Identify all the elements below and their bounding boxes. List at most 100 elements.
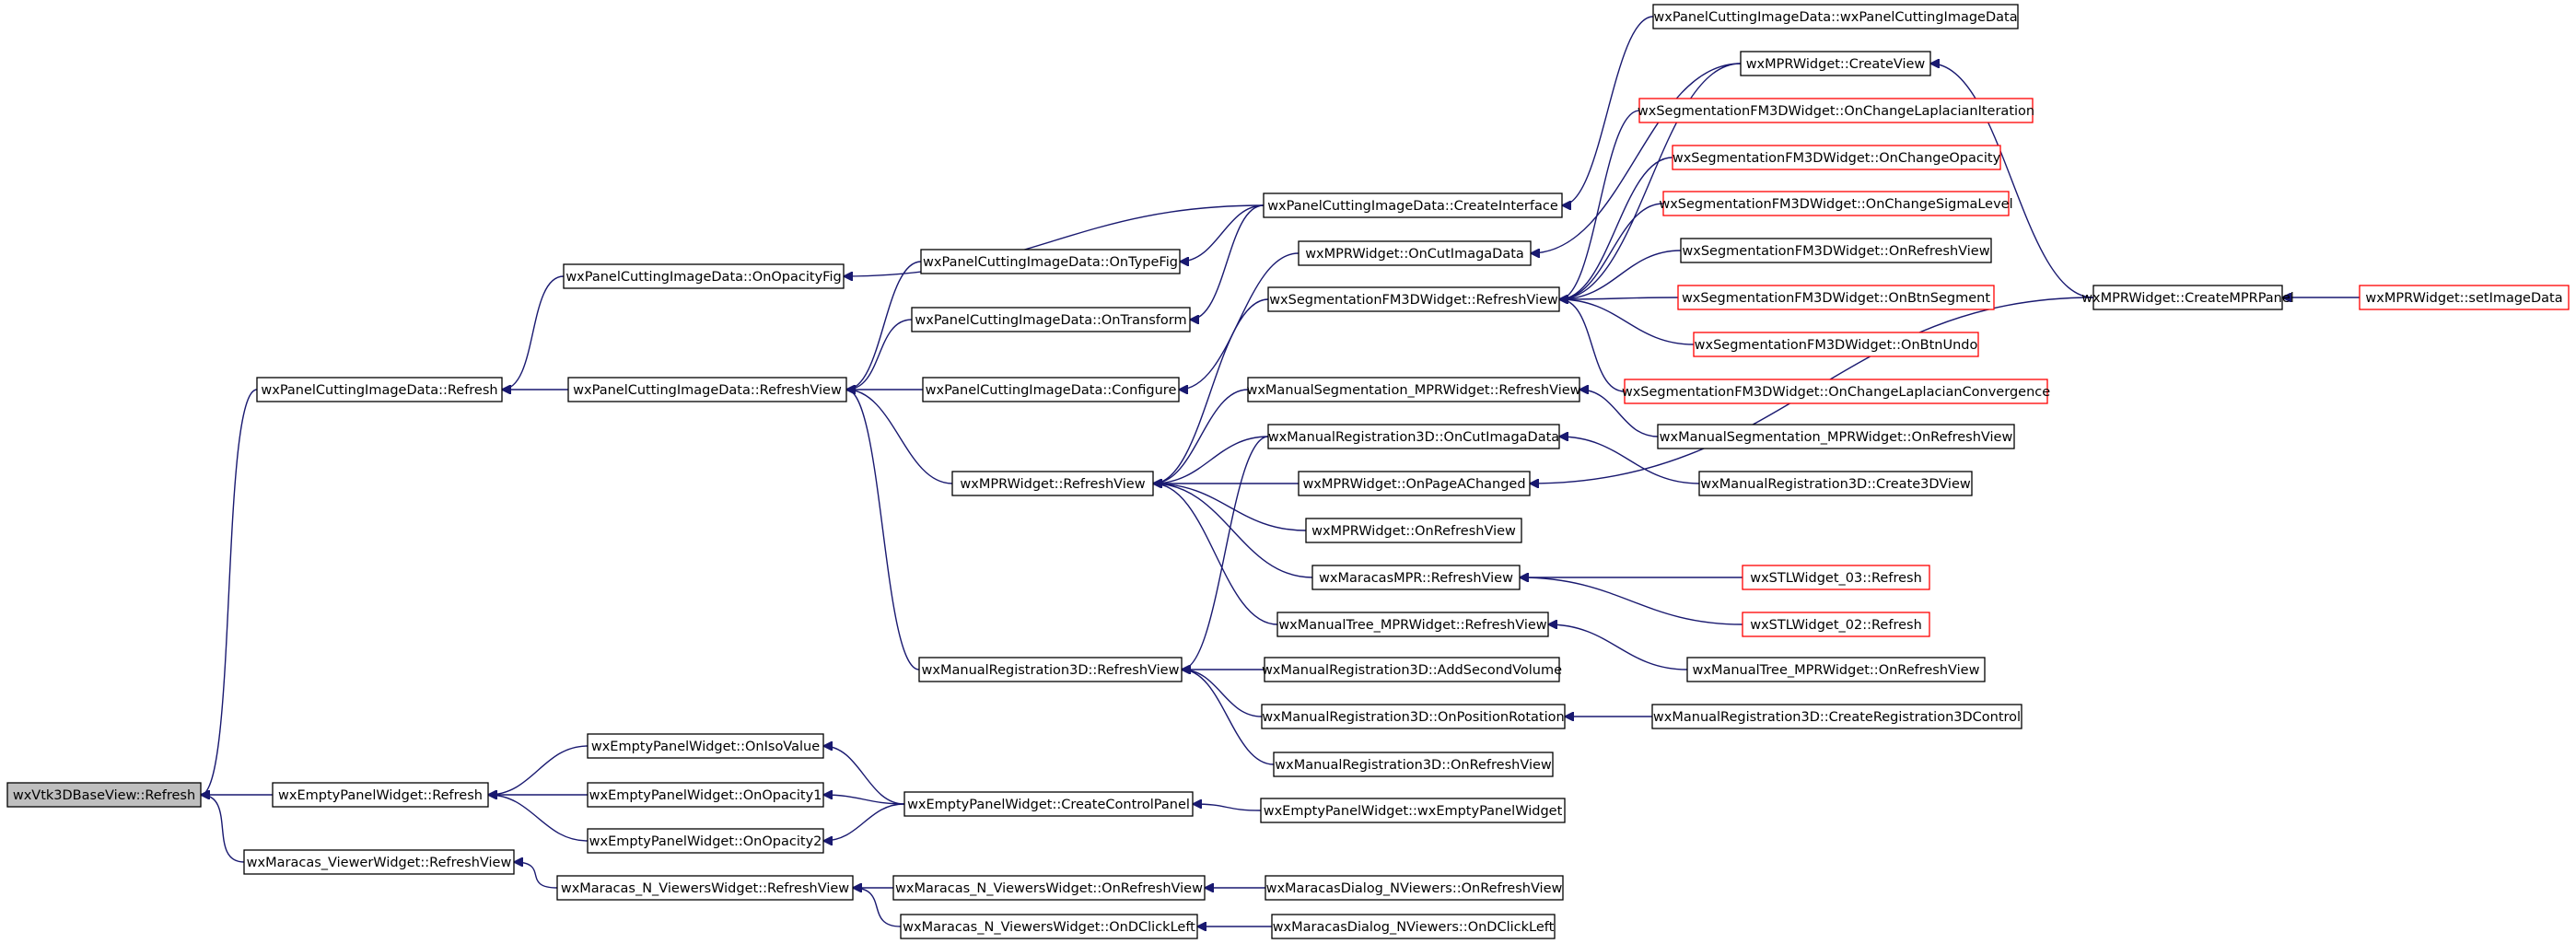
node-box (1267, 424, 1560, 449)
graph-node[interactable]: wxMaracas_N_ViewersWidget::OnDClickLeft (900, 914, 1198, 939)
node-box (1624, 379, 2048, 404)
graph-node[interactable]: wxMaracasDialog_NViewers::OnRefreshView (1265, 875, 1564, 901)
node-box (567, 377, 847, 402)
node-box (1677, 285, 1995, 310)
graph-node[interactable]: wxEmptyPanelWidget::Refresh (272, 782, 489, 808)
graph-node[interactable]: wxManualTree_MPRWidget::RefreshView (1276, 612, 1549, 637)
graph-node[interactable]: wxMPRWidget::setImageData (2359, 285, 2570, 310)
graph-node[interactable]: wxEmptyPanelWidget::OnOpacity2 (587, 828, 824, 854)
graph-node[interactable]: wxMPRWidget::CreateMPRPanel (2081, 285, 2294, 310)
graph-node[interactable]: wxPanelCuttingImageData::Refresh (256, 377, 503, 402)
node-box (256, 377, 503, 402)
node-box (1680, 238, 1992, 263)
graph-node[interactable]: wxPanelCuttingImageData::OnTransform (911, 307, 1191, 332)
call-edge (1559, 299, 1695, 345)
graph-node[interactable]: wxManualRegistration3D::Create3DView (1698, 471, 1973, 496)
call-edge (823, 795, 905, 805)
node-box (951, 471, 1154, 496)
node-label: wxPanelCuttingImageData::OnTypeFig (923, 255, 1178, 270)
node-box (556, 875, 854, 901)
node-box (1247, 377, 1580, 402)
graph-node[interactable]: wxPanelCuttingImageData::wxPanelCuttingI… (1652, 4, 2019, 29)
graph-node[interactable]: wxManualTree_MPRWidget::OnRefreshView (1686, 657, 1986, 682)
graph-node[interactable]: wxSegmentationFM3DWidget::OnChangeLaplac… (1622, 379, 2050, 404)
graph-node[interactable]: wxSTLWidget_03::Refresh (1742, 565, 1930, 590)
graph-node[interactable]: wxSTLWidget_02::Refresh (1742, 612, 1930, 637)
graph-node[interactable]: wxSegmentationFM3DWidget::OnRefreshView (1680, 238, 1992, 263)
graph-node[interactable]: wxPanelCuttingImageData::OnOpacityFig (563, 263, 845, 289)
graph-node[interactable]: wxMaracas_N_ViewersWidget::RefreshView (556, 875, 854, 901)
graph-node[interactable]: wxManualRegistration3D::AddSecondVolume (1262, 657, 1562, 682)
call-edge (1182, 436, 1269, 670)
graph-node[interactable]: wxManualRegistration3D::CreateRegistrati… (1651, 704, 2022, 729)
node-label: wxManualTree_MPRWidget::RefreshView (1278, 618, 1546, 633)
graph-node[interactable]: wxSegmentationFM3DWidget::RefreshView (1267, 286, 1560, 312)
call-edge (1579, 390, 1659, 437)
graph-node[interactable]: wxSegmentationFM3DWidget::OnBtnUndo (1693, 332, 1979, 357)
node-label: wxMPRWidget::CreateView (1746, 57, 1926, 72)
node-label: wxEmptyPanelWidget::OnIsoValue (591, 740, 820, 754)
node-label: wxMPRWidget::RefreshView (960, 477, 1145, 492)
node-box (1672, 145, 2001, 170)
call-edge (1548, 624, 1688, 670)
node-label: wxManualRegistration3D::OnCutImagaData (1268, 430, 1559, 445)
call-edge (1562, 16, 1654, 205)
graph-node[interactable]: wxManualRegistration3D::OnRefreshView (1273, 752, 1554, 777)
graph-node[interactable]: wxMPRWidget::CreateView (1740, 51, 1931, 76)
graph-node[interactable]: wxPanelCuttingImageData::RefreshView (567, 377, 847, 402)
graph-node[interactable]: wxEmptyPanelWidget::OnOpacity1 (587, 782, 824, 808)
node-label: wxMaracas_N_ViewersWidget::RefreshView (561, 881, 849, 896)
graph-node[interactable]: wxEmptyPanelWidget::OnIsoValue (587, 733, 824, 759)
call-edge (1559, 250, 1682, 299)
node-label: wxPanelCuttingImageData::Refresh (261, 383, 497, 398)
call-edge (1193, 804, 1262, 811)
node-box (1638, 98, 2034, 123)
call-edge (1520, 577, 1743, 625)
call-edge (1559, 63, 1742, 299)
graph-node[interactable]: wxMaracasMPR::RefreshView (1311, 565, 1521, 590)
graph-node[interactable]: wxSegmentationFM3DWidget::OnChangeSigmaL… (1659, 191, 2013, 216)
graph-node-root[interactable]: wxVtk3DBaseView::Refresh (6, 782, 202, 808)
call-edge (1153, 436, 1269, 484)
graph-node[interactable]: wxMPRWidget::OnPageAChanged (1298, 471, 1531, 496)
node-label: wxEmptyPanelWidget::Refresh (278, 788, 483, 803)
call-edge (1930, 64, 2094, 298)
node-label: wxEmptyPanelWidget::CreateControlPanel (907, 798, 1190, 812)
graph-node[interactable]: wxPanelCuttingImageData::Configure (922, 377, 1180, 402)
call-edge (846, 390, 920, 670)
graph-node[interactable]: wxMaracasDialog_NViewers::OnDClickLeft (1271, 914, 1556, 939)
call-edge (514, 862, 558, 889)
edges-layer (201, 16, 2360, 927)
graph-node[interactable]: wxManualSegmentation_MPRWidget::RefreshV… (1246, 377, 1581, 402)
graph-node[interactable]: wxManualRegistration3D::OnCutImagaData (1267, 424, 1560, 449)
node-label: wxManualRegistration3D::OnPositionRotati… (1262, 710, 1564, 725)
graph-node[interactable]: wxEmptyPanelWidget::CreateControlPanel (903, 791, 1194, 817)
call-edge (823, 803, 905, 841)
node-box (1260, 798, 1566, 823)
graph-node[interactable]: wxMaracas_ViewerWidget::RefreshView (243, 849, 515, 875)
node-box (1662, 191, 2010, 216)
graph-node[interactable]: wxMPRWidget::OnRefreshView (1305, 518, 1522, 543)
graph-node[interactable]: wxManualSegmentation_MPRWidget::OnRefres… (1657, 424, 2015, 449)
graph-node[interactable]: wxSegmentationFM3DWidget::OnChangeOpacit… (1672, 145, 2001, 170)
graph-node[interactable]: wxPanelCuttingImageData::OnTypeFig (920, 249, 1181, 274)
node-label: wxManualSegmentation_MPRWidget::RefreshV… (1246, 383, 1580, 398)
node-box (1298, 471, 1531, 496)
graph-node[interactable]: wxSegmentationFM3DWidget::OnBtnSegment (1677, 285, 1995, 310)
graph-node[interactable]: wxMPRWidget::OnCutImagaData (1298, 240, 1532, 266)
node-box (1298, 240, 1532, 266)
node-box (1264, 657, 1560, 682)
graph-node[interactable]: wxMaracas_N_ViewersWidget::OnRefreshView (892, 875, 1206, 901)
call-edge (1153, 298, 1269, 484)
graph-node[interactable]: wxSegmentationFM3DWidget::OnChangeLaplac… (1638, 98, 2034, 123)
graph-node[interactable]: wxManualRegistration3D::RefreshView (918, 657, 1183, 682)
node-box (6, 782, 202, 808)
node-label: wxManualRegistration3D::Create3DView (1700, 477, 1971, 492)
graph-node[interactable]: wxPanelCuttingImageData::CreateInterface (1263, 192, 1563, 218)
node-label: wxSegmentationFM3DWidget::RefreshView (1269, 293, 1558, 308)
graph-node[interactable]: wxMPRWidget::RefreshView (951, 471, 1154, 496)
graph-node[interactable]: wxEmptyPanelWidget::wxEmptyPanelWidget (1260, 798, 1566, 823)
node-box (1305, 518, 1522, 543)
graph-node[interactable]: wxManualRegistration3D::OnPositionRotati… (1261, 704, 1566, 729)
node-box (1311, 565, 1521, 590)
